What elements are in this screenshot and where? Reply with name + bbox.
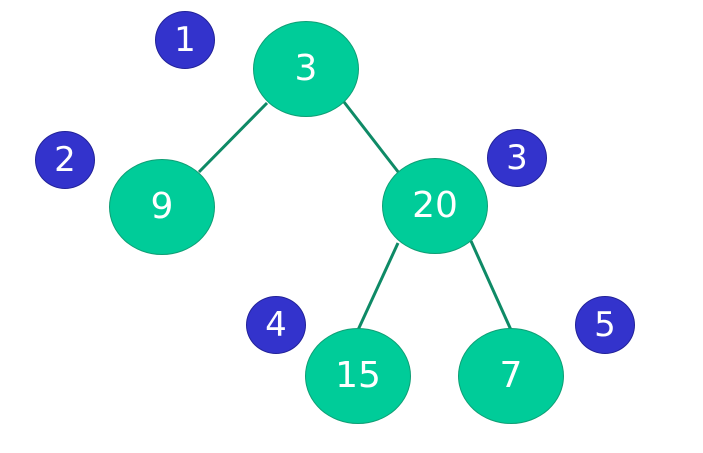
- tree-node-left-child: 9: [109, 159, 215, 255]
- order-badge-2: 2: [35, 131, 95, 189]
- tree-node-right-leaf: 7: [458, 328, 564, 424]
- edge-3-9: [197, 101, 269, 174]
- tree-node-right-child: 20: [382, 158, 488, 254]
- order-badge-1: 1: [155, 11, 215, 69]
- order-badge-5: 5: [575, 296, 635, 354]
- order-badge-4: 4: [246, 296, 306, 354]
- tree-node-left-leaf: 15: [305, 328, 411, 424]
- edge-3-20: [342, 101, 401, 174]
- edge-20-7: [469, 240, 513, 331]
- order-badge-3: 3: [487, 129, 547, 187]
- tree-node-root: 3: [253, 21, 359, 117]
- edge-20-15: [356, 242, 400, 331]
